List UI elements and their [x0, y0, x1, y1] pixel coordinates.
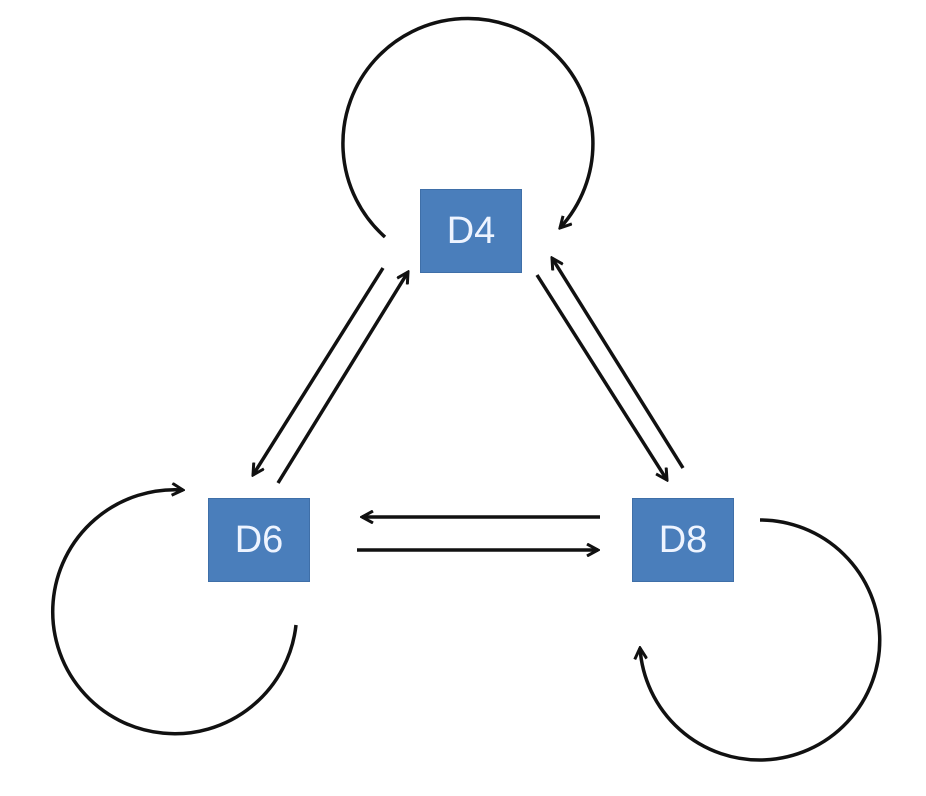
- edge-d8-self-loop: [640, 518, 882, 762]
- edge-d4-to-d6: [253, 267, 385, 475]
- edge-d6-self-loop: [50, 490, 298, 736]
- node-d8: D8: [632, 498, 734, 582]
- node-d4: D4: [420, 189, 522, 273]
- edge-d6-to-d4: [276, 272, 408, 484]
- edge-d4-self-loop: [341, 16, 595, 239]
- edge-d4-to-d8: [535, 274, 667, 480]
- edge-d8-to-d4: [552, 258, 685, 469]
- node-d6: D6: [208, 498, 310, 582]
